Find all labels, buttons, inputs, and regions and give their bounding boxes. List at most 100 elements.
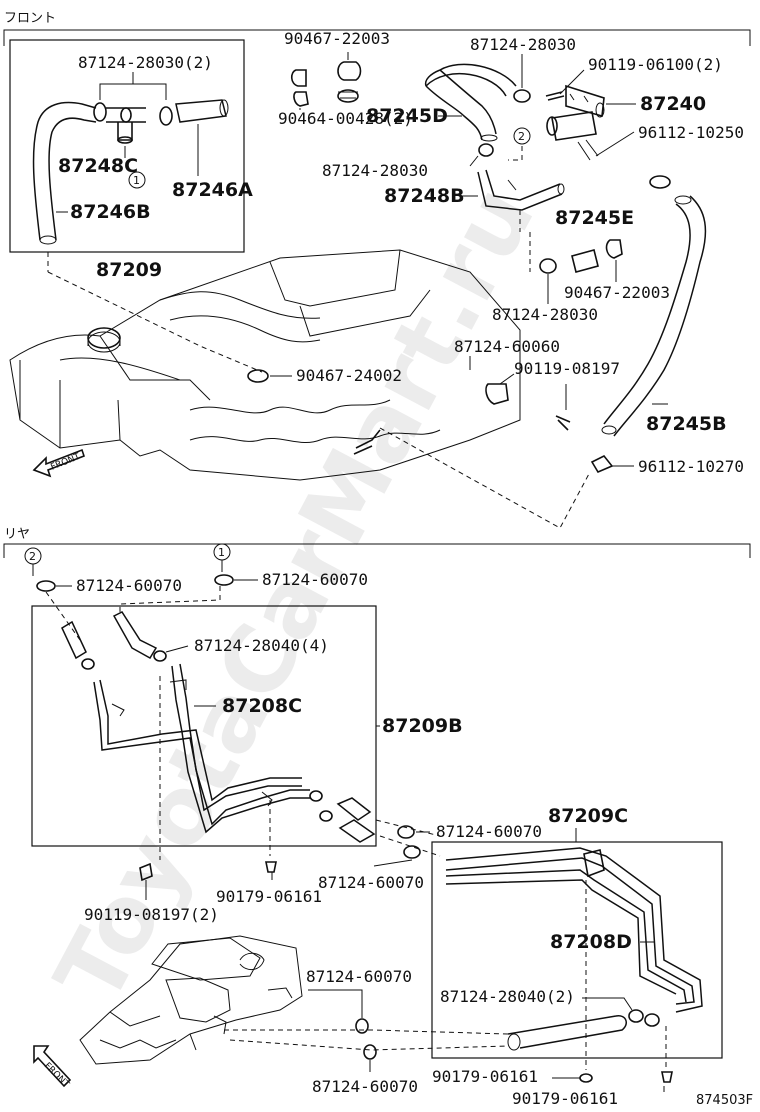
rear-heater-unit xyxy=(79,935,303,1065)
leader-dashed xyxy=(508,146,523,161)
hose-87246a xyxy=(175,99,229,123)
figure-id: 874503F xyxy=(696,1093,753,1108)
label-87245e: 87245E xyxy=(555,207,634,229)
clamp-icon xyxy=(403,845,421,859)
leader xyxy=(165,645,189,653)
hose-end-icon xyxy=(507,1033,521,1051)
clamp-icon xyxy=(539,258,557,274)
clamp-icon xyxy=(81,658,95,670)
front-section-bracket xyxy=(3,29,751,46)
callout-1: 1 xyxy=(218,546,225,559)
fitting-icon xyxy=(353,429,381,455)
clamp-icon xyxy=(214,574,234,586)
label-87245b: 87245B xyxy=(646,413,727,435)
label-87209: 87209 xyxy=(96,259,162,281)
assembly-box-87209c xyxy=(431,841,723,1059)
leader xyxy=(32,560,223,576)
callout-1: 1 xyxy=(133,174,140,187)
label-90179-06161-b: 90179-06161 xyxy=(432,1067,538,1086)
leader-dashed xyxy=(585,880,667,1070)
section-label-rear: リヤ xyxy=(4,527,30,542)
hose-icon xyxy=(338,819,376,843)
label-87124-28040-2: 87124-28040(2) xyxy=(440,987,575,1006)
clamp-icon xyxy=(153,650,167,662)
label-90179-06161-a: 90179-06161 xyxy=(216,887,322,906)
clamp-icon xyxy=(485,383,509,405)
leader xyxy=(499,373,515,385)
assembly-box-87209 xyxy=(9,39,245,253)
clip-90467-22003 xyxy=(337,61,362,103)
label-87124-60070-e: 87124-60070 xyxy=(306,967,412,986)
label-87240: 87240 xyxy=(640,93,706,115)
label-90119-08197: 90119-08197 xyxy=(514,359,620,378)
hose-87245e xyxy=(571,249,599,273)
label-87246a: 87246A xyxy=(172,179,253,201)
clamp-icon xyxy=(644,1013,660,1027)
clamp-icon xyxy=(319,810,333,822)
label-87209b: 87209B xyxy=(382,715,463,737)
leader-dashed xyxy=(224,1029,509,1051)
section-label-front: フロント xyxy=(4,11,56,26)
label-90467-22003-top: 90467-22003 xyxy=(284,29,390,48)
clamp-icon xyxy=(397,825,415,839)
label-87124-28030-top: 87124-28030 xyxy=(470,35,576,54)
clip-icon xyxy=(247,369,269,383)
bolt-icon xyxy=(265,861,277,873)
leader-dashed xyxy=(519,210,531,272)
bolt-icon xyxy=(545,91,565,101)
callout-2: 2 xyxy=(29,550,36,563)
bolt-icon xyxy=(139,862,153,882)
callout-2: 2 xyxy=(518,130,525,143)
leader-dashed xyxy=(375,819,441,857)
bolt-icon xyxy=(555,415,571,431)
clamp-icon xyxy=(649,175,671,189)
hose-icon xyxy=(112,611,158,660)
valve-87240 xyxy=(546,84,605,161)
leader-dashed xyxy=(45,586,221,641)
label-87248c: 87248C xyxy=(58,155,138,177)
label-87124-60070-c: 87124-60070 xyxy=(436,822,542,841)
label-96112-10270: 96112-10270 xyxy=(638,457,744,476)
label-87124-28040-4: 87124-28040(4) xyxy=(194,636,329,655)
clamp-icon xyxy=(590,454,614,474)
clamp-icon xyxy=(355,1018,369,1034)
label-90467-24002: 90467-24002 xyxy=(296,366,402,385)
label-96112-10250: 96112-10250 xyxy=(638,123,744,142)
label-87124-60060: 87124-60060 xyxy=(454,337,560,356)
clamp-icon xyxy=(93,102,173,126)
callout-2-icon xyxy=(513,127,531,145)
bolt-icon xyxy=(661,1071,673,1083)
front-arrow-icon xyxy=(32,448,85,478)
label-87124-60070-b: 87124-60070 xyxy=(262,570,368,589)
callout-1-icon xyxy=(128,171,146,189)
label-90467-22003-mid: 90467-22003 xyxy=(564,283,670,302)
clamp-icon xyxy=(513,89,531,103)
hose-icon xyxy=(336,797,372,821)
clamp-icon xyxy=(628,1009,644,1023)
pipe-87248b xyxy=(477,169,565,211)
hose-87245d xyxy=(424,63,517,142)
pipe-87208d xyxy=(445,847,703,1013)
leader xyxy=(99,72,167,100)
front-arrow-label: FRONT xyxy=(49,452,82,473)
leader xyxy=(373,859,413,867)
clamp-icon xyxy=(36,580,56,592)
label-87124-28030-2: 87124-28030(2) xyxy=(78,53,213,72)
label-87246b: 87246B xyxy=(70,201,151,223)
front-arrow-icon xyxy=(33,1045,72,1088)
label-90119-08197-2: 90119-08197(2) xyxy=(84,905,219,924)
label-87208d: 87208D xyxy=(550,931,632,953)
label-87124-28030-mid: 87124-28030 xyxy=(322,161,428,180)
label-87124-28030-low: 87124-28030 xyxy=(492,305,598,324)
label-90464-00428-2: 90464-00428(2) xyxy=(278,109,413,128)
leader xyxy=(595,131,635,157)
clamp-icon xyxy=(363,1044,377,1060)
clamp-icon xyxy=(478,143,494,157)
rear-section-bracket xyxy=(3,543,751,558)
label-87208c: 87208C xyxy=(222,695,302,717)
label-90179-06161-c: 90179-06161 xyxy=(512,1089,618,1108)
tee-87248c xyxy=(106,107,146,144)
leader xyxy=(582,997,633,1011)
leader xyxy=(559,69,585,95)
